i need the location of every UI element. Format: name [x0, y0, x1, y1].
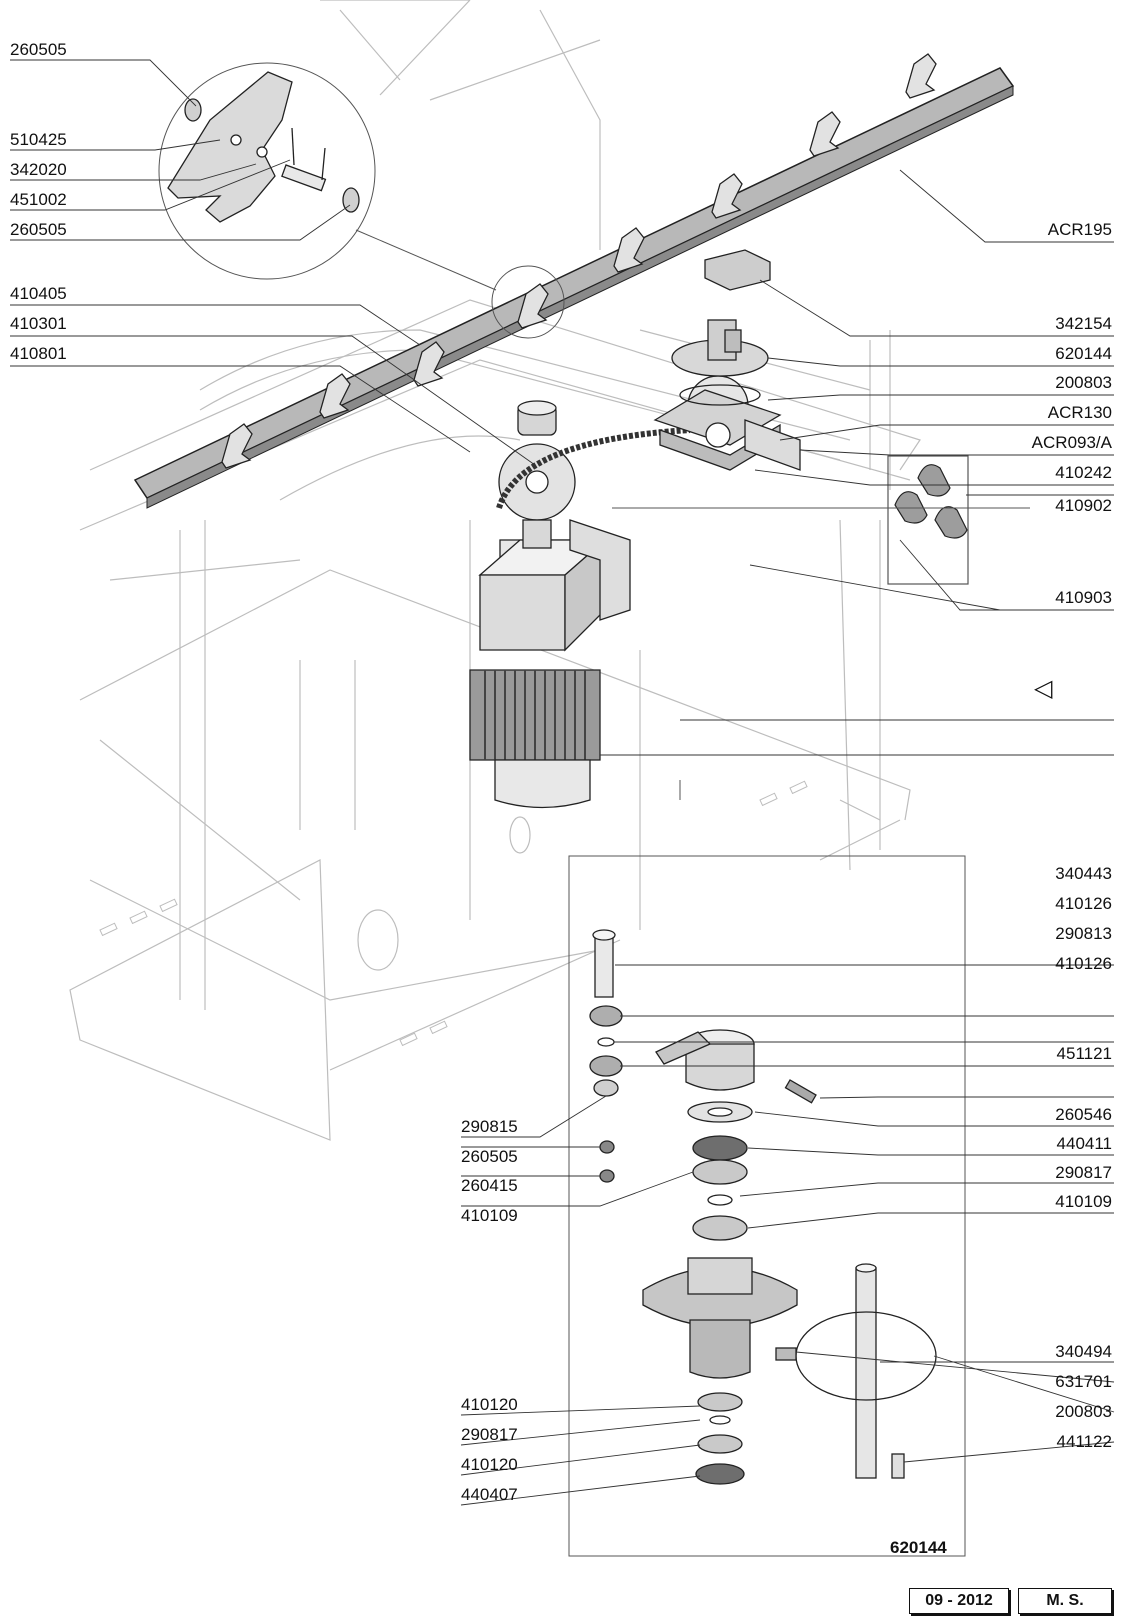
part-label: 260546 [1055, 1105, 1112, 1124]
part-label: 410903 [1055, 588, 1112, 607]
part-label: 290817 [461, 1425, 518, 1444]
part-label: 410109 [461, 1206, 518, 1225]
chain-links-detail [887, 455, 969, 585]
part-label: 342154 [1055, 314, 1112, 333]
detail-circles [158, 62, 565, 339]
blade-detail [167, 71, 360, 223]
part-label: 410120 [461, 1395, 518, 1414]
date-stamp: 09 - 2012 [909, 1588, 1009, 1614]
part-label: 451121 [1056, 1044, 1112, 1063]
inset-frame [568, 507, 1030, 1557]
inset-title: 620144 [890, 1538, 947, 1557]
part-label: ACR093/A [1031, 433, 1112, 452]
frame-slots [99, 780, 808, 1047]
drive-assembly [469, 249, 801, 809]
part-label: 440411 [1056, 1134, 1112, 1153]
part-label: 410301 [10, 314, 67, 333]
part-label: 631701 [1055, 1372, 1112, 1391]
part-label: 410126 [1055, 954, 1112, 973]
part-label: 410242 [1055, 463, 1112, 482]
triangle-left-icon: ◁ [1034, 675, 1053, 702]
part-label: 410801 [10, 344, 67, 363]
part-label: 290813 [1055, 924, 1112, 943]
part-label: 260505 [10, 40, 67, 59]
part-label: 410405 [10, 284, 67, 303]
part-label: 342020 [10, 160, 67, 179]
part-label: 340494 [1055, 1342, 1112, 1361]
part-label: 200803 [1055, 373, 1112, 392]
part-label: 410120 [461, 1455, 518, 1474]
part-label: ACR130 [1047, 403, 1112, 422]
shaft-assembly [589, 929, 937, 1485]
part-label: 290817 [1055, 1163, 1112, 1182]
scraper-blades [221, 53, 937, 469]
part-label: ACR195 [1047, 220, 1112, 239]
part-label: 410126 [1055, 894, 1112, 913]
scraper-bar [133, 67, 1015, 509]
part-label: 440407 [461, 1485, 518, 1504]
part-label: 620144 [1055, 344, 1112, 363]
part-label: 290815 [461, 1117, 518, 1136]
part-label: 260505 [10, 220, 67, 239]
part-label: 260505 [461, 1147, 518, 1166]
leader-lines [10, 59, 1115, 1506]
part-label: 510425 [10, 130, 67, 149]
part-label: 340443 [1055, 864, 1112, 883]
part-label: 441122 [1056, 1432, 1112, 1451]
author-stamp: M. S. [1018, 1588, 1112, 1614]
part-label: 260415 [461, 1176, 518, 1195]
part-label: 410902 [1055, 496, 1112, 515]
part-label: 451002 [10, 190, 67, 209]
part-label: 410109 [1055, 1192, 1112, 1211]
part-label: 200803 [1055, 1402, 1112, 1421]
